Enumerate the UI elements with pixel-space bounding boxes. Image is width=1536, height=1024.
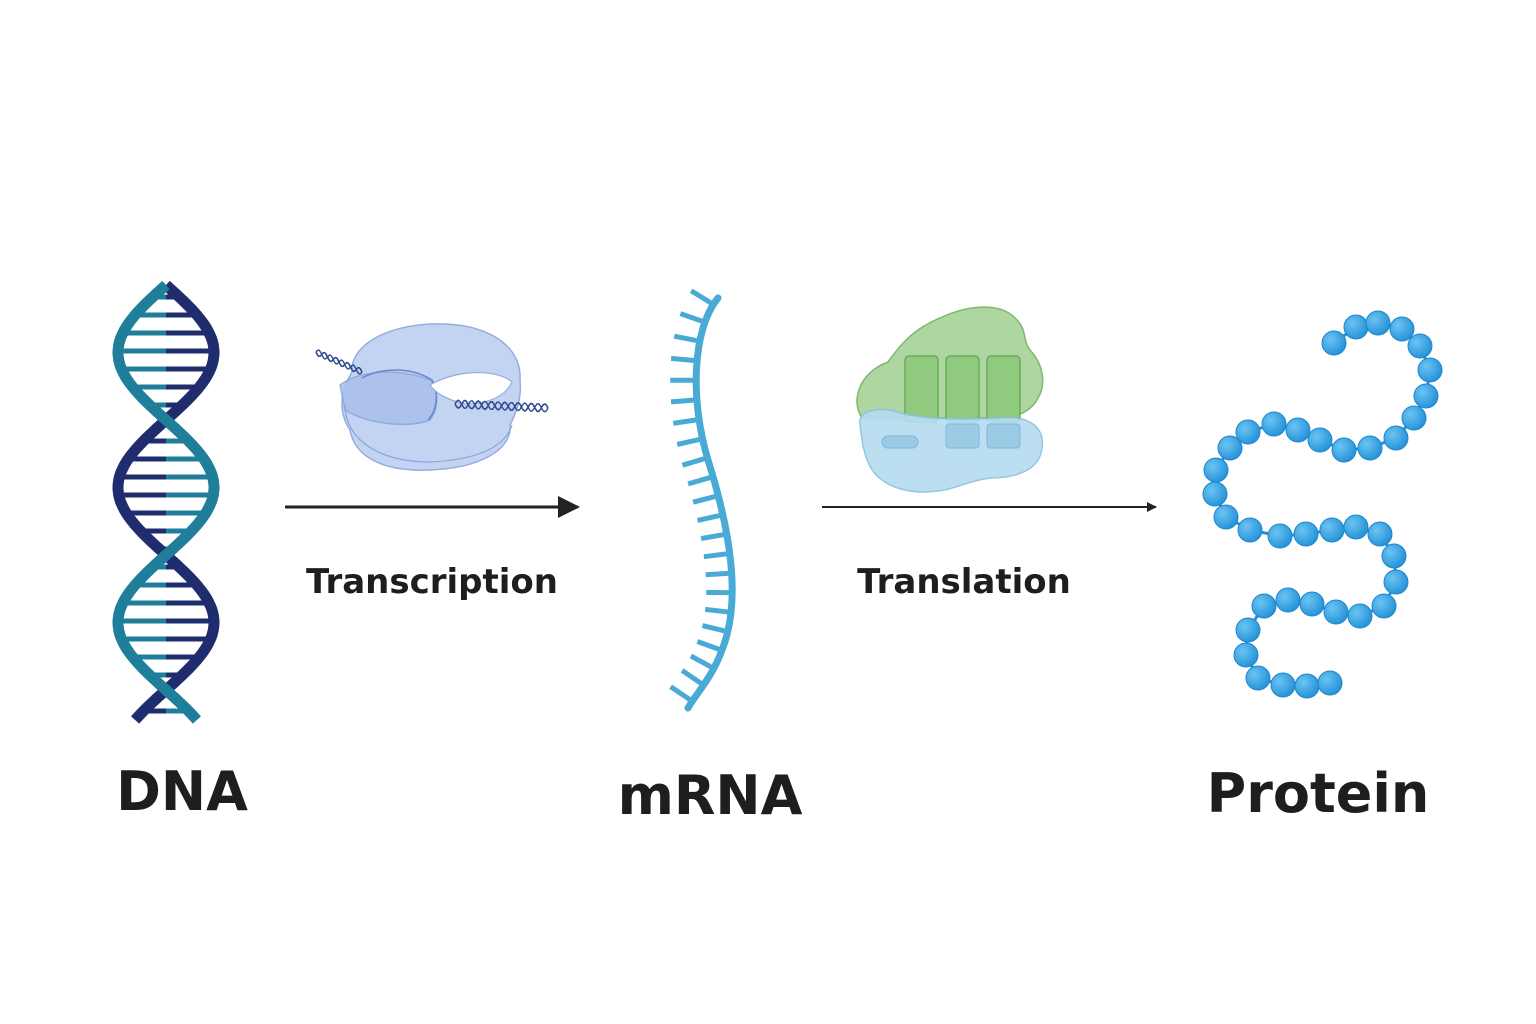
amino-acid-bead bbox=[1245, 665, 1271, 691]
amino-acid-bead bbox=[1319, 517, 1345, 543]
mrna-base bbox=[689, 653, 715, 671]
amino-acid-bead bbox=[1270, 672, 1296, 698]
mrna-base bbox=[703, 551, 731, 560]
mrna-base bbox=[701, 623, 729, 635]
mrna-base bbox=[700, 531, 728, 542]
mrna-base bbox=[672, 417, 700, 426]
dna-strand-teal bbox=[112, 280, 220, 724]
amino-acid-bead bbox=[1413, 383, 1439, 409]
amino-acid-bead bbox=[1235, 419, 1261, 445]
amino-acid-bead bbox=[1417, 357, 1443, 383]
amino-acid-bead bbox=[1401, 405, 1427, 431]
amino-acid-bead bbox=[1233, 642, 1259, 668]
amino-acid-bead bbox=[1275, 587, 1301, 613]
dna-label: DNA bbox=[116, 760, 248, 823]
amino-acid-bead bbox=[1323, 599, 1349, 625]
mrna-base bbox=[680, 668, 705, 688]
mrna-base bbox=[689, 288, 715, 307]
amino-acid-bead bbox=[1293, 521, 1319, 547]
amino-acid-bead bbox=[1285, 417, 1311, 443]
amino-acid-bead bbox=[1383, 425, 1409, 451]
amino-acid-bead bbox=[1317, 670, 1343, 696]
amino-acid-bead bbox=[1383, 569, 1409, 595]
amino-acid-bead bbox=[1357, 435, 1383, 461]
double-helix-icon bbox=[112, 280, 220, 724]
amino-acid-bead bbox=[1267, 523, 1293, 549]
amino-acid-bead bbox=[1347, 603, 1373, 629]
mrna-base bbox=[681, 455, 709, 468]
amino-acid-bead bbox=[1235, 617, 1261, 643]
mrna-base bbox=[670, 397, 698, 405]
amino-acid-bead bbox=[1307, 427, 1333, 453]
dna-strand-dark bbox=[112, 280, 220, 724]
amino-acid-bead bbox=[1371, 593, 1397, 619]
amino-acid-bead bbox=[1261, 411, 1287, 437]
amino-acid-bead bbox=[1407, 333, 1433, 359]
amino-acid-bead bbox=[1203, 457, 1229, 483]
transcription-label: Transcription bbox=[306, 562, 558, 602]
amino-acid-bead bbox=[1331, 437, 1357, 463]
translation-label: Translation bbox=[857, 562, 1071, 602]
amino-acid-bead bbox=[1389, 316, 1415, 342]
amino-acid-bead bbox=[1213, 504, 1239, 530]
amino-acid-bead bbox=[1367, 521, 1393, 547]
mrna-base bbox=[696, 639, 723, 653]
amino-acid-bead bbox=[1343, 314, 1369, 340]
mrna-base bbox=[692, 493, 719, 505]
amino-acid-bead bbox=[1321, 330, 1347, 356]
mrna-strand-icon bbox=[669, 288, 736, 712]
mrna-label: mRNA bbox=[617, 764, 803, 827]
amino-acid-bead bbox=[1217, 435, 1243, 461]
mrna-base bbox=[676, 436, 704, 447]
mrna-base bbox=[669, 684, 694, 704]
mrna-base bbox=[687, 474, 714, 487]
amino-acid-bead bbox=[1299, 591, 1325, 617]
ribosome-icon bbox=[856, 306, 1044, 493]
protein-label: Protein bbox=[1206, 762, 1430, 825]
amino-acid-bead bbox=[1237, 517, 1263, 543]
amino-acid-bead bbox=[1381, 543, 1407, 569]
amino-acid-bead bbox=[1294, 673, 1320, 699]
mrna-base bbox=[704, 606, 732, 615]
mrna-base bbox=[670, 355, 698, 364]
mrna-base bbox=[673, 333, 701, 344]
amino-acid-bead bbox=[1365, 310, 1391, 336]
amino-acid-chain-icon bbox=[1202, 310, 1443, 699]
mrna-base bbox=[679, 311, 706, 325]
amino-acid-bead bbox=[1202, 481, 1228, 507]
mrna-base bbox=[696, 512, 724, 523]
amino-acid-bead bbox=[1251, 593, 1277, 619]
mrna-base bbox=[705, 570, 732, 578]
rna-polymerase-icon bbox=[315, 323, 549, 471]
amino-acid-bead bbox=[1343, 514, 1369, 540]
